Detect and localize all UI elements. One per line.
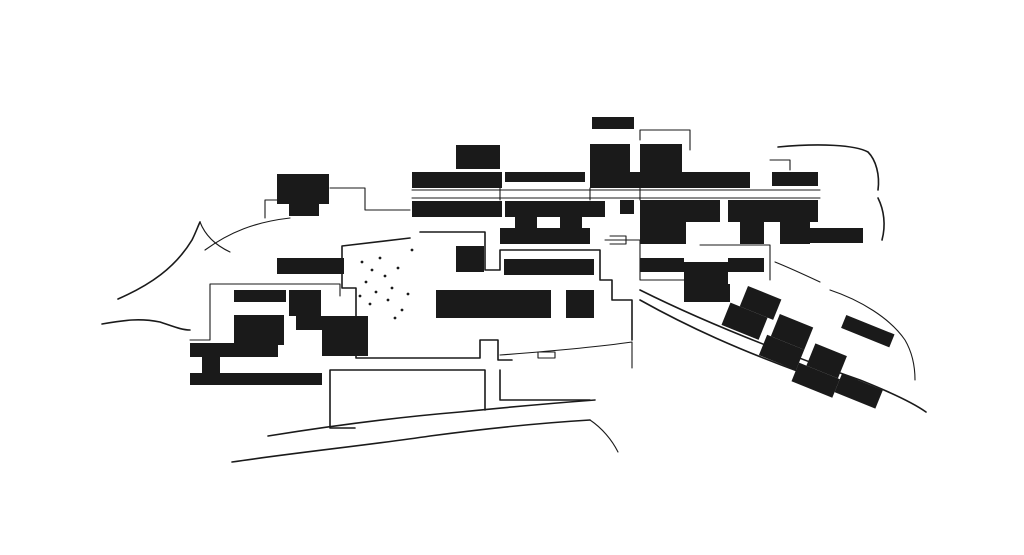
terrain-lines bbox=[101, 144, 927, 463]
contour-left-upper bbox=[117, 221, 201, 300]
building-ne-2 bbox=[590, 144, 630, 174]
building-se-4 bbox=[684, 284, 730, 302]
building-e-3 bbox=[640, 222, 686, 244]
building-n-1 bbox=[456, 145, 500, 169]
building-ne-1 bbox=[592, 117, 634, 129]
contour-right-mid bbox=[877, 197, 885, 241]
building-e-2 bbox=[728, 200, 818, 222]
building-e-7 bbox=[805, 228, 863, 243]
planting-dots bbox=[358, 248, 414, 320]
building-c-4 bbox=[566, 290, 594, 318]
north-corridor-line bbox=[411, 187, 821, 201]
road-bottom-inner bbox=[267, 399, 596, 437]
small-structure-tick bbox=[537, 235, 627, 359]
building-c-2 bbox=[504, 259, 594, 275]
building-e-5 bbox=[780, 222, 810, 244]
contour-left-spur bbox=[199, 221, 231, 253]
upper-left-link bbox=[264, 187, 411, 219]
building-details bbox=[411, 173, 821, 359]
left-court-outline bbox=[189, 283, 341, 341]
building-n-3 bbox=[412, 201, 502, 217]
lower-terrace bbox=[499, 341, 633, 369]
terrace-block bbox=[721, 286, 895, 409]
building-sw-4 bbox=[322, 330, 368, 356]
building-w-1 bbox=[234, 290, 286, 302]
path-right-curve bbox=[829, 289, 916, 381]
buildings bbox=[190, 117, 895, 409]
building-se-3 bbox=[728, 258, 764, 272]
building-ne-5 bbox=[772, 172, 818, 186]
building-c-1 bbox=[456, 246, 484, 272]
east-wing-link bbox=[639, 129, 791, 171]
road-bottom-outer bbox=[231, 419, 591, 463]
building-e-1 bbox=[640, 200, 720, 222]
contour-left-bank bbox=[204, 217, 291, 251]
path-diagonal-lower bbox=[639, 299, 801, 373]
building-e-4 bbox=[740, 222, 764, 244]
building-se-1 bbox=[640, 258, 684, 272]
north-stair-hatch bbox=[529, 173, 562, 179]
building-w-bar bbox=[277, 258, 344, 274]
building-sw-3 bbox=[296, 316, 368, 330]
building-s-2 bbox=[202, 357, 220, 373]
road-bottom-curve bbox=[589, 419, 619, 453]
building-n-6 bbox=[500, 228, 590, 244]
contour-left-lower bbox=[101, 319, 191, 331]
building-nw-2 bbox=[289, 204, 319, 216]
building-n-4 bbox=[505, 172, 585, 182]
building-ne-4 bbox=[590, 172, 750, 188]
building-ne-3 bbox=[640, 144, 682, 172]
building-w-2 bbox=[289, 290, 321, 316]
lower-court-outline bbox=[329, 369, 591, 429]
building-nw-1 bbox=[277, 174, 329, 204]
building-n-7 bbox=[515, 215, 537, 230]
building-sw-1 bbox=[234, 315, 284, 345]
building-s-1 bbox=[190, 343, 278, 357]
central-court-outline bbox=[341, 231, 633, 361]
contour-right-top bbox=[777, 144, 880, 191]
building-c-3 bbox=[436, 290, 551, 318]
building-se-2 bbox=[684, 262, 728, 284]
path-right-edge bbox=[774, 261, 821, 283]
building-n-2 bbox=[412, 172, 502, 188]
building-s-3 bbox=[190, 373, 322, 385]
building-n-5 bbox=[505, 201, 605, 217]
building-e-6 bbox=[620, 200, 634, 214]
building-n-8 bbox=[560, 215, 582, 230]
